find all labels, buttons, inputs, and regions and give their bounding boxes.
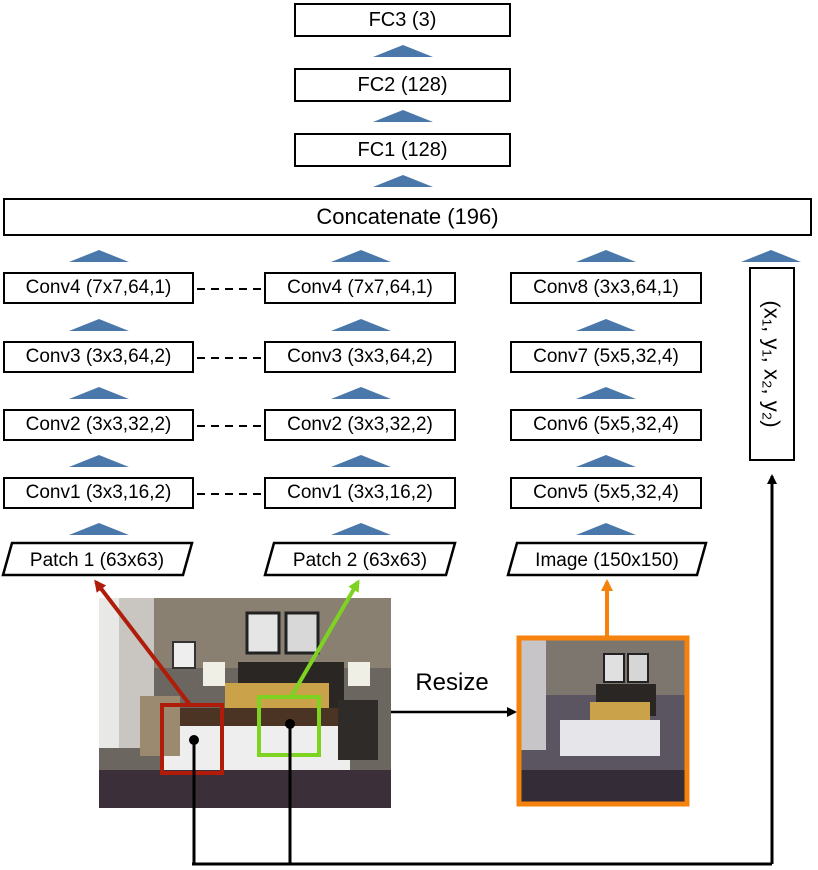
image-conv7: Conv7 (5x5,32,4)	[510, 341, 702, 373]
patch2-arrow	[289, 579, 360, 699]
concatenate-layer: Concatenate (196)	[3, 198, 812, 236]
image-input-shape	[506, 541, 708, 577]
patch1-conv2: Conv2 (3x3,32,2)	[3, 409, 194, 441]
image-conv8: Conv8 (3x3,64,1)	[510, 272, 702, 304]
bedroom-photo	[99, 598, 391, 808]
patch2-input-label: Patch 2 (63x63)	[293, 550, 427, 571]
patch2-conv1: Conv1 (3x3,16,2)	[264, 477, 456, 509]
up-arrowhead	[331, 523, 391, 535]
up-arrowhead	[576, 319, 636, 331]
up-arrowhead	[331, 455, 391, 467]
resized-image-border	[516, 635, 690, 807]
up-arrowhead	[69, 455, 129, 467]
up-arrowhead	[373, 110, 433, 122]
up-arrowhead	[331, 319, 391, 331]
image-conv6: Conv6 (5x5,32,4)	[510, 409, 702, 441]
patch1-conv1: Conv1 (3x3,16,2)	[3, 477, 194, 509]
up-arrowhead	[576, 387, 636, 399]
patch1-input-shape	[1, 541, 194, 577]
up-arrowhead	[373, 175, 433, 187]
up-arrowhead	[331, 387, 391, 399]
up-arrowhead	[69, 387, 129, 399]
patch1-input-label: Patch 1 (63x63)	[30, 550, 164, 571]
patch2-conv4: Conv4 (7x7,64,1)	[264, 272, 456, 304]
patch1-conv3: Conv3 (3x3,64,2)	[3, 341, 194, 373]
image-input-label: Image (150x150)	[535, 550, 679, 571]
image-conv5: Conv5 (5x5,32,4)	[510, 477, 702, 509]
up-arrowhead	[576, 250, 636, 262]
resize-label: Resize	[415, 669, 488, 696]
up-arrowhead	[741, 250, 801, 262]
patch2-conv3: Conv3 (3x3,64,2)	[264, 341, 456, 373]
patch1-arrow	[94, 579, 192, 707]
resized-image	[521, 640, 685, 802]
fc3-layer: FC3 (3)	[294, 3, 511, 37]
up-arrowhead	[331, 250, 391, 262]
patch1-conv4: Conv4 (7x7,64,1)	[3, 272, 194, 304]
up-arrowhead	[69, 523, 129, 535]
patch2-input-shape	[263, 541, 457, 577]
coordinates-box: (x₁, y₁, x₂, y₂)	[749, 267, 795, 461]
up-arrowhead	[373, 45, 433, 57]
fc2-layer: FC2 (128)	[294, 68, 511, 102]
fc1-layer: FC1 (128)	[294, 133, 511, 167]
up-arrowhead	[576, 523, 636, 535]
patch2-conv2: Conv2 (3x3,32,2)	[264, 409, 456, 441]
up-arrowhead	[69, 319, 129, 331]
up-arrowhead	[576, 455, 636, 467]
up-arrowhead	[69, 250, 129, 262]
patch1-region	[160, 703, 224, 775]
